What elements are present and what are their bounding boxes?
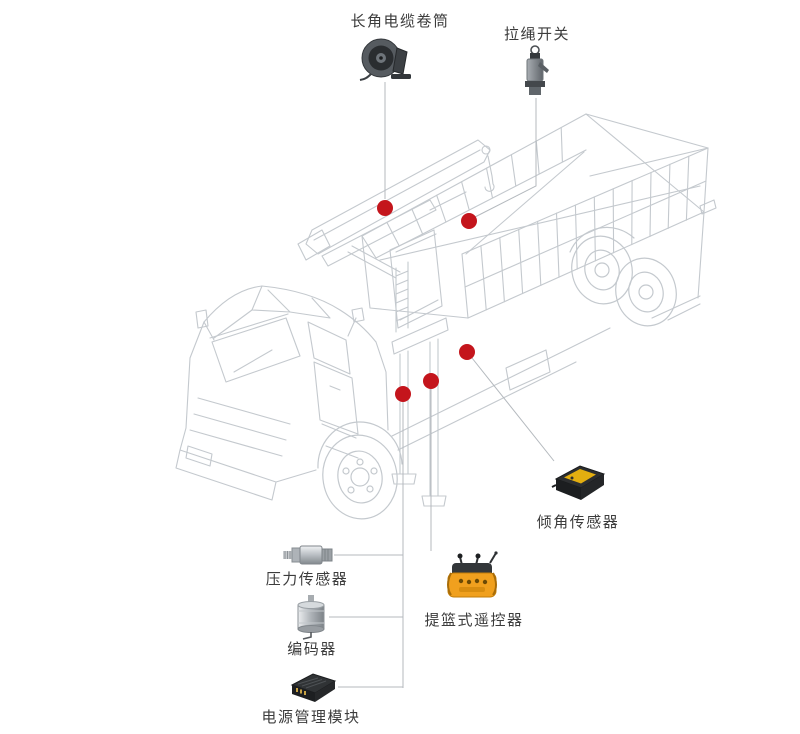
chassis <box>391 211 705 451</box>
sensor-marker <box>461 213 477 229</box>
bed-floor <box>361 151 701 319</box>
sensor-marker <box>377 200 393 216</box>
label-cable-reel: 长角电缆卷筒 <box>350 12 450 30</box>
label-power-module: 电源管理模块 <box>261 708 361 726</box>
basket-remote-icon <box>445 551 499 603</box>
sensor-marker <box>423 373 439 389</box>
sensor-marker <box>395 386 411 402</box>
crane-ladder <box>395 261 409 333</box>
pull-rope-switch-icon <box>520 44 552 98</box>
label-encoder: 编码器 <box>287 640 337 658</box>
sensor-markers <box>377 200 477 402</box>
pressure-sensor-icon <box>282 540 334 570</box>
label-basket-remote: 提篮式遥控器 <box>424 611 524 629</box>
truck-cab <box>175 285 389 501</box>
crane-boom <box>297 139 495 329</box>
label-tilt-sensor: 倾角传感器 <box>536 513 620 531</box>
sensor-marker <box>459 344 475 360</box>
bed-near-wall <box>461 147 709 319</box>
cable-reel-icon <box>357 36 413 82</box>
tilt-sensor-icon <box>551 459 609 505</box>
connector-lines <box>329 82 555 688</box>
crane-outriggers <box>391 317 449 507</box>
truck-wireframe <box>175 113 717 520</box>
bed-rear-panel <box>585 113 717 215</box>
connector-tilt-sensor <box>471 357 555 462</box>
wheels <box>317 226 677 520</box>
power-module-icon <box>288 668 338 706</box>
bed-far-wall <box>361 113 587 259</box>
label-pull-rope-switch: 拉绳开关 <box>503 25 570 43</box>
label-pressure-sensor: 压力传感器 <box>265 570 349 588</box>
connector-pull-rope-switch <box>474 98 537 218</box>
encoder-icon <box>293 594 329 640</box>
